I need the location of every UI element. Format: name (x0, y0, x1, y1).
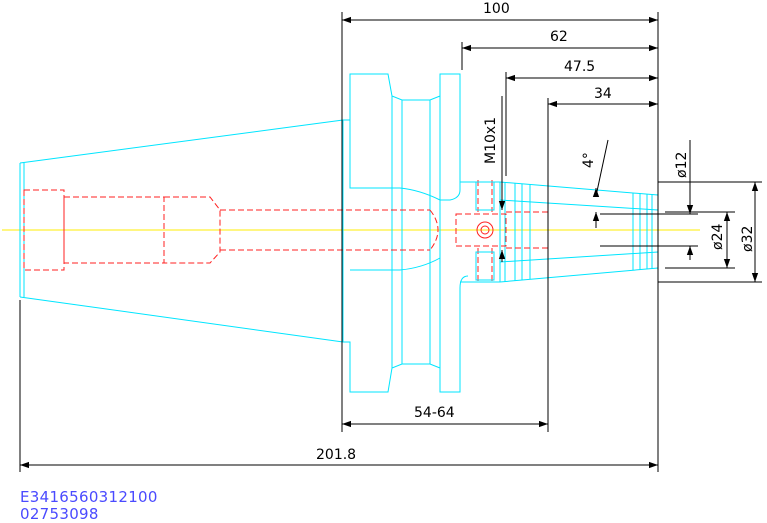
dia-24-label: ø24 (710, 224, 726, 250)
dim-201-8: 201.8 (316, 447, 356, 463)
shank-upper-edge (19, 119, 344, 164)
collet-taper-bottom (499, 267, 659, 283)
dia-32-label: ø32 (740, 226, 756, 252)
part-code-line-1: E3416560312100 (20, 488, 158, 506)
thread-label: M10x1 (483, 117, 499, 164)
flange (343, 73, 461, 201)
dim-34: 34 (594, 86, 612, 102)
collet-taper-top (499, 181, 659, 196)
angle-leader (595, 139, 609, 197)
thread-screw (475, 181, 495, 281)
dim-54-64: 54-64 (414, 405, 455, 421)
part-code-line-2: 02753098 (20, 505, 99, 523)
shank-lower-edge (19, 296, 344, 343)
angle-label: 4° (581, 152, 597, 168)
tool-holder-outline (19, 73, 659, 393)
dim-62: 62 (550, 29, 568, 45)
dia-12-label: ø12 (674, 152, 690, 178)
dim-47-5: 47.5 (564, 59, 595, 75)
hidden-internal-features (23, 180, 549, 282)
dimension-lines (19, 12, 762, 472)
dim-100: 100 (483, 1, 510, 17)
